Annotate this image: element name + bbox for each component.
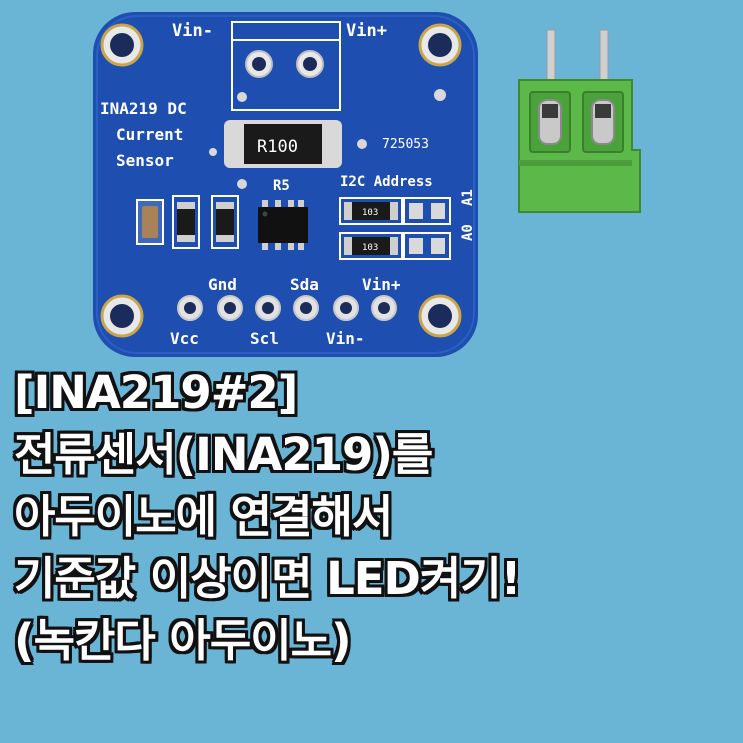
i2c-address-label: I2C Address (340, 174, 433, 190)
smd-capacitor (136, 199, 164, 245)
pin-label-vin-plus: Vin+ (362, 275, 401, 294)
a0-label: A0 (460, 224, 476, 241)
terminal-pad-vin-plus (296, 50, 324, 78)
label-vin-plus-top: Vin+ (346, 21, 387, 41)
svg-text:103: 103 (362, 243, 378, 253)
board-title-line3: Sensor (116, 151, 174, 170)
header-pin-sda (293, 295, 319, 321)
svg-text:103: 103 (362, 208, 378, 218)
pin-label-gnd: Gnd (208, 275, 237, 294)
smd-resistor-a1: 103 (339, 197, 403, 225)
caption-line-5: (녹칸다 아두이노) (14, 614, 352, 667)
board-title-line1: INA219 DC (100, 99, 187, 118)
caption-line-4: 기준값 이상이면 LED켜기! (14, 552, 521, 605)
mounting-hole-top-right (418, 23, 462, 67)
smd-resistor-a0: 103 (339, 232, 403, 260)
header-pin-vin-minus (333, 295, 359, 321)
board-title-line2: Current (116, 125, 183, 144)
pin-label-vin-minus: Vin- (326, 329, 365, 348)
a1-label: A1 (460, 189, 476, 206)
header-pin-gnd (217, 295, 243, 321)
smd-resistor-1 (172, 195, 200, 249)
mounting-hole-bottom-right (418, 294, 462, 338)
label-vin-minus-top: Vin- (172, 21, 213, 41)
chip-code: 725053 (382, 137, 429, 152)
svg-text:R100: R100 (257, 137, 298, 157)
caption-line-1: [INA219#2] (14, 366, 298, 419)
ina219-chip (258, 200, 308, 250)
pin-label-vcc: Vcc (170, 329, 199, 348)
pcb-board (93, 12, 478, 357)
pin-label-scl: Scl (250, 329, 279, 348)
smd-resistor-2 (211, 195, 239, 249)
screw-terminal (518, 29, 641, 213)
pin-label-sda: Sda (290, 275, 319, 294)
jumper-a0 (403, 232, 451, 260)
mounting-hole-top-left (100, 23, 144, 67)
mounting-hole-bottom-left (100, 294, 144, 338)
jumper-a1 (403, 197, 451, 225)
caption-block: [INA219#2] 전류센서(INA219)를 아두이노에 연결해서 기준값 … (14, 362, 521, 672)
header-pin-vcc (177, 295, 203, 321)
shunt-resistor: R100 (224, 120, 342, 168)
header-pin-scl (255, 295, 281, 321)
caption-line-2: 전류센서(INA219)를 (14, 428, 433, 481)
terminal-pad-vin-minus (245, 50, 273, 78)
caption-line-3: 아두이노에 연결해서 (14, 490, 393, 543)
r5-label: R5 (273, 178, 290, 194)
header-pin-vin-plus (371, 295, 397, 321)
product-illustration: Vin- Vin+ INA219 DC Current Sensor R100 … (93, 12, 641, 357)
